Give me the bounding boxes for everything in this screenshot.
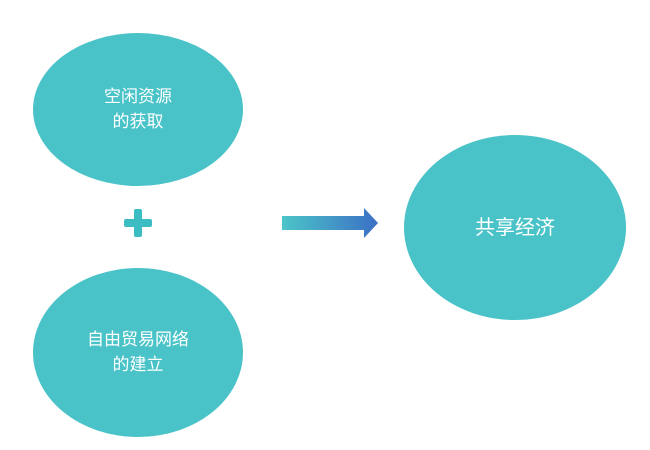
node-idle-resources-line-2: 的获取	[112, 111, 164, 132]
node-free-trade-network-line-1: 自由贸易网络	[87, 329, 189, 350]
node-sharing-economy-line-1: 共享经济	[475, 215, 555, 239]
node-idle-resources: 空闲资源 的获取	[33, 33, 243, 186]
arrow-shape	[282, 208, 378, 238]
node-free-trade-network: 自由贸易网络 的建立	[33, 268, 243, 437]
node-idle-resources-line-1: 空闲资源	[104, 86, 172, 107]
node-idle-resources-label: 空闲资源 的获取	[104, 85, 172, 134]
arrow-right-icon	[282, 208, 378, 238]
node-free-trade-network-line-2: 的建立	[112, 354, 164, 375]
plus-icon-vertical-bar	[134, 209, 142, 237]
node-sharing-economy: 共享经济	[404, 135, 626, 320]
node-sharing-economy-label: 共享经济	[475, 213, 555, 242]
plus-icon	[124, 209, 152, 237]
node-free-trade-network-label: 自由贸易网络 的建立	[87, 328, 189, 377]
